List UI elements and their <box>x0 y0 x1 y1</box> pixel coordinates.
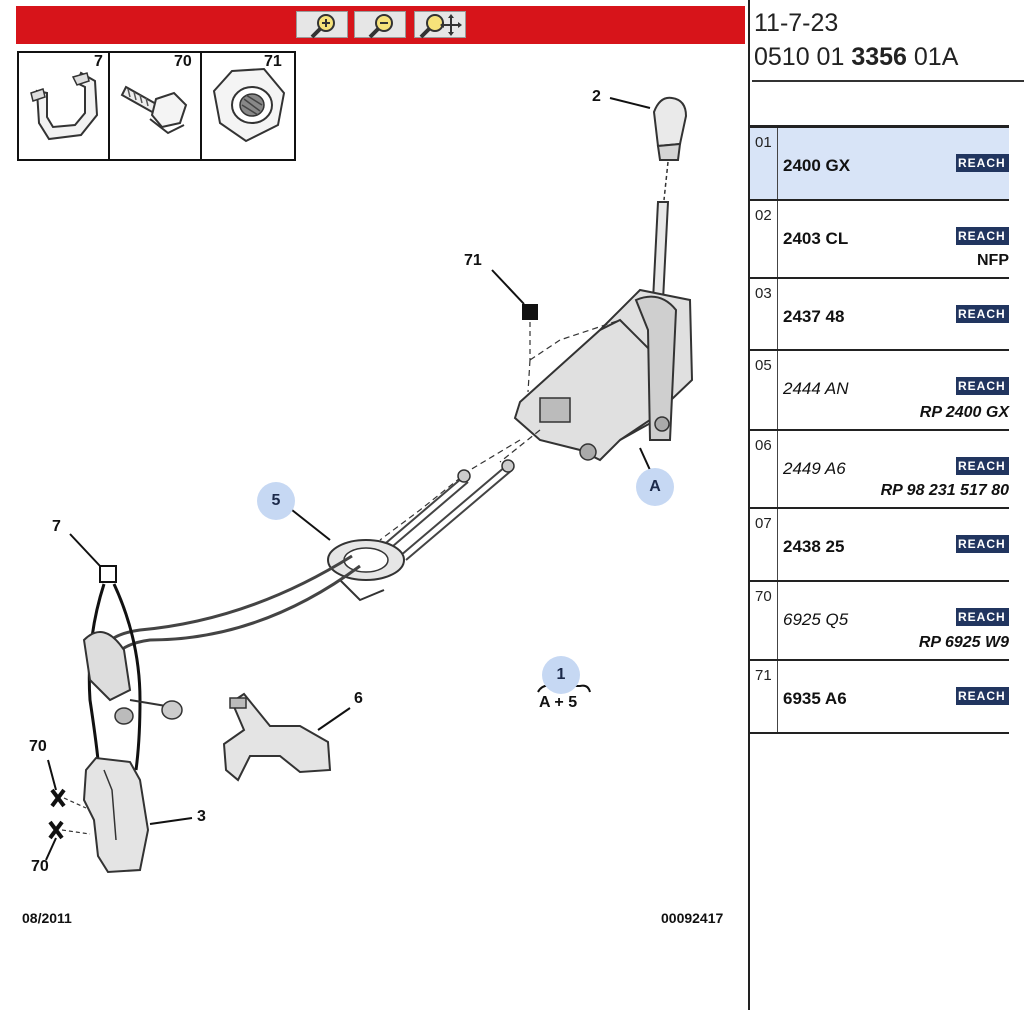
clip-icon <box>30 71 99 141</box>
nut-icon <box>212 67 286 143</box>
callout-70-top[interactable]: 70 <box>29 738 47 755</box>
zoom-in-icon <box>310 14 335 39</box>
part-number[interactable]: 2437 48 <box>783 307 845 326</box>
reach-badge[interactable]: REACH <box>956 154 1009 172</box>
part-row[interactable]: 02 2403 CL REACH NFP <box>750 201 1009 279</box>
gear-cables-part <box>100 429 541 665</box>
zoom-pan-button[interactable] <box>414 11 466 39</box>
thumbnail-label: 71 <box>264 53 282 70</box>
thumbnail-nut[interactable]: 71 <box>202 53 294 159</box>
thumbnail-clip[interactable]: 7 <box>19 53 110 159</box>
reach-badge[interactable]: REACH <box>956 227 1009 245</box>
zoom-pan-icon <box>419 14 462 39</box>
part-row[interactable]: 70 6925 Q5 REACH RP 6925 W9 <box>750 582 1009 661</box>
part-index: 03 <box>750 279 778 349</box>
part-index: 01 <box>750 128 778 199</box>
callout-7[interactable]: 7 <box>52 518 61 535</box>
part-index: 02 <box>750 201 778 277</box>
zoom-in-button[interactable] <box>296 11 348 39</box>
diagram-toolbar <box>16 6 745 44</box>
part-note: RP 98 231 517 80 <box>880 482 1009 499</box>
part-row[interactable]: 71 6935 A6 REACH <box>750 661 1009 734</box>
part-number[interactable]: 2449 A6 <box>783 459 846 478</box>
callout-1[interactable]: 1 <box>542 656 580 694</box>
cable-bracket-3-part <box>45 756 193 874</box>
part-index: 71 <box>750 661 778 732</box>
part-note: NFP <box>977 252 1009 269</box>
panel-divider <box>748 0 750 1010</box>
selector-housing-part <box>513 288 694 471</box>
zoom-out-icon <box>368 14 393 39</box>
part-row[interactable]: 03 2437 48 REACH <box>750 279 1009 351</box>
part-thumbnails: 7 70 71 <box>17 51 296 161</box>
header-code-main: 3356 <box>851 43 907 71</box>
zoom-out-button[interactable] <box>354 11 406 39</box>
nut-71-marker <box>491 269 538 360</box>
callout-6[interactable]: 6 <box>354 690 363 707</box>
parts-list: 01 2400 GX REACH 02 2403 CL REACH NFP 03 2437 48… <box>750 125 1009 734</box>
callout-5[interactable]: 5 <box>257 482 295 520</box>
part-row[interactable]: 06 2449 A6 REACH RP 98 231 517 80 <box>750 431 1009 509</box>
callout-71[interactable]: 71 <box>464 252 482 269</box>
reach-badge[interactable]: REACH <box>956 535 1009 553</box>
header-code-suffix: 01A <box>913 43 959 71</box>
part-number[interactable]: 2403 CL <box>783 229 849 248</box>
part-row[interactable]: 07 2438 25 REACH <box>750 509 1009 582</box>
bolt-icon <box>120 85 188 135</box>
diagram-reference: 00092417 <box>661 910 724 926</box>
diagram-date: 08/2011 <box>22 910 72 926</box>
header-code: 0510 01 3356 01A <box>754 43 958 72</box>
callout-70-bottom[interactable]: 70 <box>31 858 49 875</box>
part-row[interactable]: 01 2400 GX REACH <box>750 128 1009 201</box>
part-row[interactable]: 05 2444 AN REACH RP 2400 GX <box>750 351 1009 431</box>
callout-2[interactable]: 2 <box>592 88 601 105</box>
header-code-prefix: 0510 01 <box>754 43 845 71</box>
transmission-lever-6-part <box>222 692 351 782</box>
part-number[interactable]: 2400 GX <box>783 156 851 175</box>
callout-A-plus-5: A + 5 <box>539 694 578 711</box>
thumbnail-label: 7 <box>94 53 103 70</box>
callout-3[interactable]: 3 <box>197 808 206 825</box>
part-number[interactable]: 6925 Q5 <box>783 610 849 629</box>
part-number[interactable]: 2444 AN <box>783 379 849 398</box>
part-note: RP 2400 GX <box>919 404 1009 421</box>
cable-clip-7-part <box>69 533 183 771</box>
part-number[interactable]: 6935 A6 <box>783 689 847 708</box>
reach-badge[interactable]: REACH <box>956 608 1009 626</box>
reach-badge[interactable]: REACH <box>956 687 1009 705</box>
thumbnail-bolt[interactable]: 70 <box>110 53 202 159</box>
gear-knob-part <box>609 96 688 161</box>
part-index: 70 <box>750 582 778 659</box>
gear-lever-part <box>650 161 670 321</box>
part-index: 06 <box>750 431 778 507</box>
reach-badge[interactable]: REACH <box>956 457 1009 475</box>
header-divider <box>752 80 1024 82</box>
part-number[interactable]: 2438 25 <box>783 537 845 556</box>
part-index: 05 <box>750 351 778 429</box>
reach-badge[interactable]: REACH <box>956 377 1009 395</box>
part-note: RP 6925 W9 <box>918 634 1009 651</box>
part-index: 07 <box>750 509 778 580</box>
reach-badge[interactable]: REACH <box>956 305 1009 323</box>
callout-A[interactable]: A <box>636 468 674 506</box>
header-date: 11-7-23 <box>754 9 839 37</box>
thumbnail-label: 70 <box>174 53 192 70</box>
